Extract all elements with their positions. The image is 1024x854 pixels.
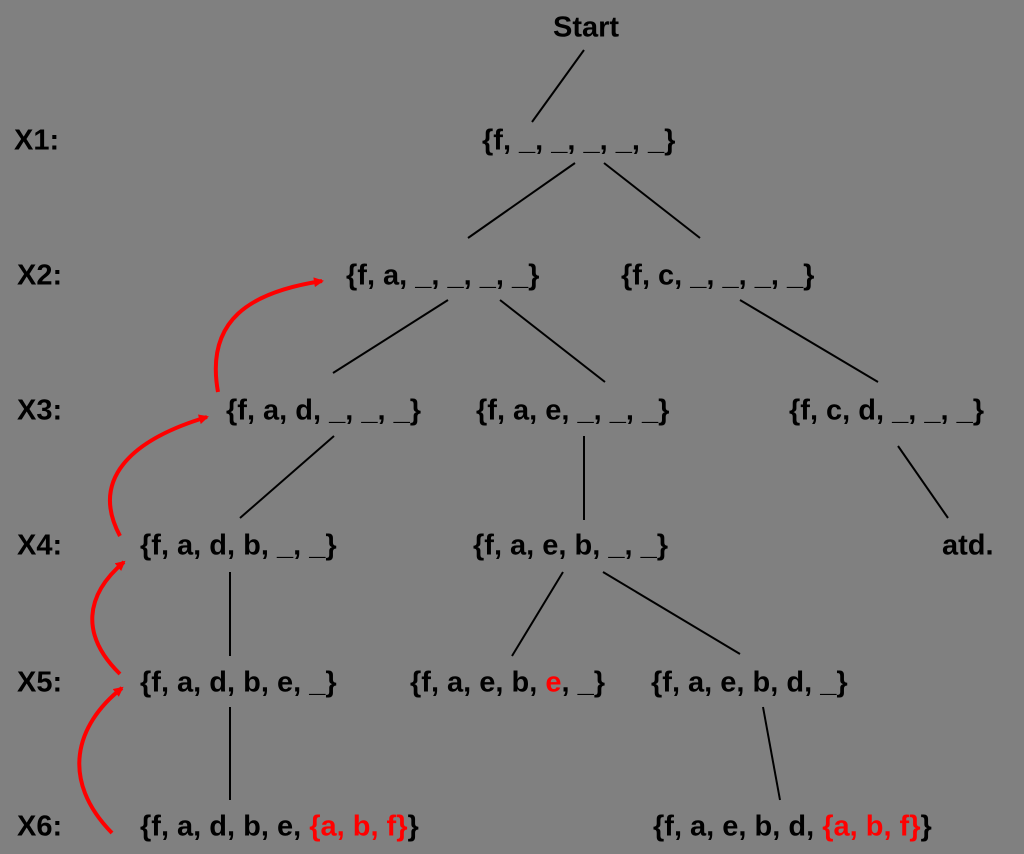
edge-x1-x2a (467, 162, 576, 239)
backtrack-arrow-x6-x5 (77, 686, 124, 835)
node-x6-fadbe-domain: {a, b, f} (309, 810, 408, 843)
node-x4-atd: atd. (942, 529, 994, 562)
node-x2-fc: {f, c, _, _, _, _} (621, 259, 815, 292)
level-label-x3: X3: (17, 394, 63, 427)
node-x3-fad: {f, a, d, _, _, _} (226, 394, 422, 427)
node-x6-faebd-domain: {a, b, f} (822, 810, 921, 843)
node-x5-faebd: {f, a, e, b, d, _} (651, 666, 848, 699)
node-x5-faebe-suffix: , _} (561, 666, 606, 699)
backtrack-arrow-x4-x3 (108, 414, 209, 537)
edge-x4b-x5b (511, 571, 564, 657)
level-label-x5: X5: (17, 666, 63, 699)
node-x6-faebd: {f, a, e, b, d, {a, b, f}} (653, 810, 932, 843)
node-x4-fadb: {f, a, d, b, _, _} (140, 529, 337, 562)
node-x5-faebe-conflict: e (545, 666, 562, 699)
level-label-x4: X4: (17, 529, 63, 562)
node-x5-faebe-prefix: {f, a, e, b, (410, 666, 546, 699)
node-x6-fadbe: {f, a, d, b, e, {a, b, f}} (140, 810, 419, 843)
edge-x5c-x6b (762, 706, 781, 801)
backtrack-arrow-x3-x2 (213, 277, 324, 393)
node-x5-faebe: {f, a, e, b, e, _} (410, 666, 606, 699)
edge-x2a-x3a (332, 299, 449, 374)
node-x2-fa: {f, a, _, _, _, _} (346, 259, 540, 292)
edge-x2b-x3c (739, 299, 879, 383)
node-x1: {f, _, _, _, _, _} (482, 124, 676, 157)
node-x6-faebd-prefix: {f, a, e, b, d, (653, 810, 823, 843)
level-label-x6: X6: (17, 810, 63, 843)
level-label-x1: X1: (14, 124, 60, 157)
backtrack-arrow-x5-x4 (90, 560, 126, 676)
edge-x1-x2b (603, 162, 701, 239)
node-x4-faeb: {f, a, e, b, _, _} (473, 529, 669, 562)
edge-x3c-x4c (897, 445, 949, 519)
edge-start-x1 (531, 49, 585, 123)
node-x3-fcd: {f, c, d, _, _, _} (789, 394, 985, 427)
node-x6-fadbe-suffix: } (407, 810, 419, 843)
node-x6-faebd-suffix: } (920, 810, 932, 843)
edge-x3a-x4a (239, 435, 335, 519)
node-x3-fae: {f, a, e, _, _, _} (476, 394, 670, 427)
node-x6-fadbe-prefix: {f, a, d, b, e, (140, 810, 310, 843)
level-label-x2: X2: (17, 259, 63, 292)
edge-x4b-x5c (602, 571, 741, 655)
node-x5-fadbe: {f, a, d, b, e, _} (140, 666, 337, 699)
root-start-label: Start (553, 11, 620, 44)
edge-x2a-x3b (499, 299, 606, 383)
tree-edges (229, 49, 949, 801)
backtrack-arrows (77, 277, 324, 835)
